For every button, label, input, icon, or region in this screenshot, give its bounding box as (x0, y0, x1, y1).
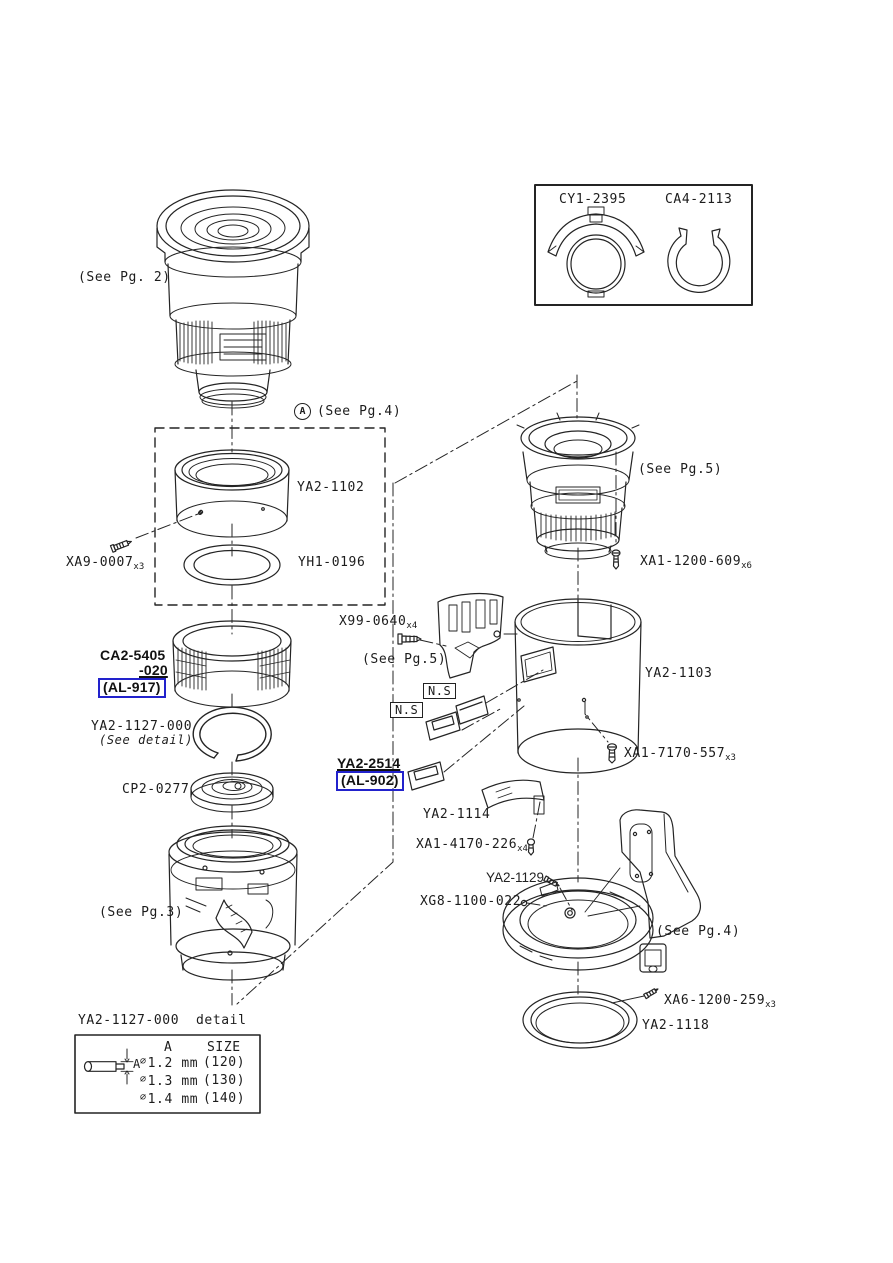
assembly-a-dashed-box (154, 427, 386, 606)
part-label-xa9-0007: XA9-0007x3 (66, 555, 145, 572)
screw-xa1-4170-226-drawing (526, 838, 536, 856)
ns-badge-lower: N.S (390, 702, 424, 718)
screw-xa1-1200-609-drawing (611, 549, 621, 570)
detail-table-title: YA2-1127-000 detail (78, 1013, 247, 1028)
screw-ya2-1129-drawing (543, 875, 560, 887)
rear-lens-group-drawing (516, 412, 640, 560)
contact-flex-panel-drawing (437, 593, 504, 679)
callout-see-pg3: (See Pg.3) (99, 905, 184, 920)
inner-barrel-assembly-drawing (168, 825, 298, 981)
part-label-ya2-1102: YA2-1102 (297, 480, 365, 495)
part-label-ya2-1118: YA2-1118 (642, 1018, 710, 1033)
detail-dim-label: A (133, 1057, 141, 1071)
part-label-xa1-7170-557: XA1-7170-557x3 (624, 746, 736, 763)
screw-xa1-7170-557-drawing (606, 743, 618, 764)
leader-lines (135, 374, 617, 1006)
focus-unit-drawing (156, 189, 310, 409)
nameplates-drawing (407, 695, 545, 815)
detail-row-3: ⌀1.4 mm (140, 1092, 199, 1107)
accessories-box-drawing (534, 184, 753, 306)
part-label-cy1-2395: CY1-2395 (559, 192, 627, 207)
callout-see-pg4-mount: (See Pg.4) (656, 924, 741, 939)
part-label-xa1-4170-226: XA1-4170-226x4 (416, 837, 528, 854)
part-label-xa1-1200-609: XA1-1200-609x6 (640, 554, 752, 571)
ya2-1103-barrel-drawing (514, 598, 642, 774)
callout-see-pg5-lens: (See Pg.5) (638, 462, 723, 477)
part-label-ya2-1129: YA2-1129 (486, 870, 545, 885)
part-label-xg8-1100-022: XG8-1100-022 (420, 894, 522, 909)
ya2-1102-ring-drawing (174, 449, 290, 538)
part-label-ya2-2514: YA2-2514 (337, 755, 401, 771)
detail-row-1-size: (120) (203, 1055, 246, 1070)
part-label-ca2-5405: CA2-5405 (100, 647, 166, 663)
cp2-0277-disc-drawing (190, 772, 274, 813)
part-label-ya2-1103: YA2-1103 (645, 666, 713, 681)
part-label-yh1-0196: YH1-0196 (298, 555, 366, 570)
ca4-2113-ring-drawing (667, 227, 731, 293)
part-label-ya2-1127-000: YA2-1127-000 (91, 719, 193, 734)
screw-xa9-0007-drawing (109, 539, 132, 553)
tripod-collar-drawing (502, 809, 702, 973)
ya2-1127-c-ring-drawing (192, 706, 272, 762)
ns-badge-upper: N.S (423, 683, 457, 699)
detail-col-size: SIZE (207, 1040, 241, 1055)
part-label-cp2-0277: CP2-0277 (122, 782, 190, 797)
ca2-5405-ring-drawing (172, 620, 292, 708)
part-label-xa6-1200-259: XA6-1200-259x3 (664, 993, 776, 1010)
callout-see-pg2: (See Pg. 2) (78, 270, 171, 285)
detail-row-2: ⌀1.3 mm (140, 1074, 199, 1089)
detail-col-a: A (164, 1040, 173, 1055)
callout-see-pg5-flex: (See Pg.5) (362, 652, 447, 667)
detail-row-3-size: (140) (203, 1091, 246, 1106)
part-label-ya2-1114: YA2-1114 (423, 807, 491, 822)
ball-xg8-1100-022-drawing (520, 899, 528, 907)
detail-row-2-size: (130) (203, 1073, 246, 1088)
part-label-ca2-5405-suffix: -020 (139, 662, 168, 678)
screw-xa6-1200-259-drawing (643, 988, 659, 1000)
assembly-a-marker: A (294, 403, 311, 420)
link-al-902[interactable]: (AL-902) (336, 771, 404, 791)
callout-assembly-a-see-pg4: (See Pg.4) (317, 404, 402, 419)
detail-row-1: ⌀1.2 mm (140, 1056, 199, 1071)
callout-see-detail: (See detail) (99, 733, 193, 747)
detail-box-drawing (74, 1034, 261, 1114)
part-label-x99-0640: X99-0640x4 (339, 614, 418, 631)
screw-x99-0640-drawing (397, 633, 422, 645)
cy1-2395-clip-drawing (547, 206, 645, 298)
yh1-0196-ring-drawing (183, 544, 281, 586)
ya2-1118-ring-drawing (522, 991, 645, 1049)
link-al-917[interactable]: (AL-917) (98, 678, 166, 698)
part-label-ca4-2113: CA4-2113 (665, 192, 733, 207)
